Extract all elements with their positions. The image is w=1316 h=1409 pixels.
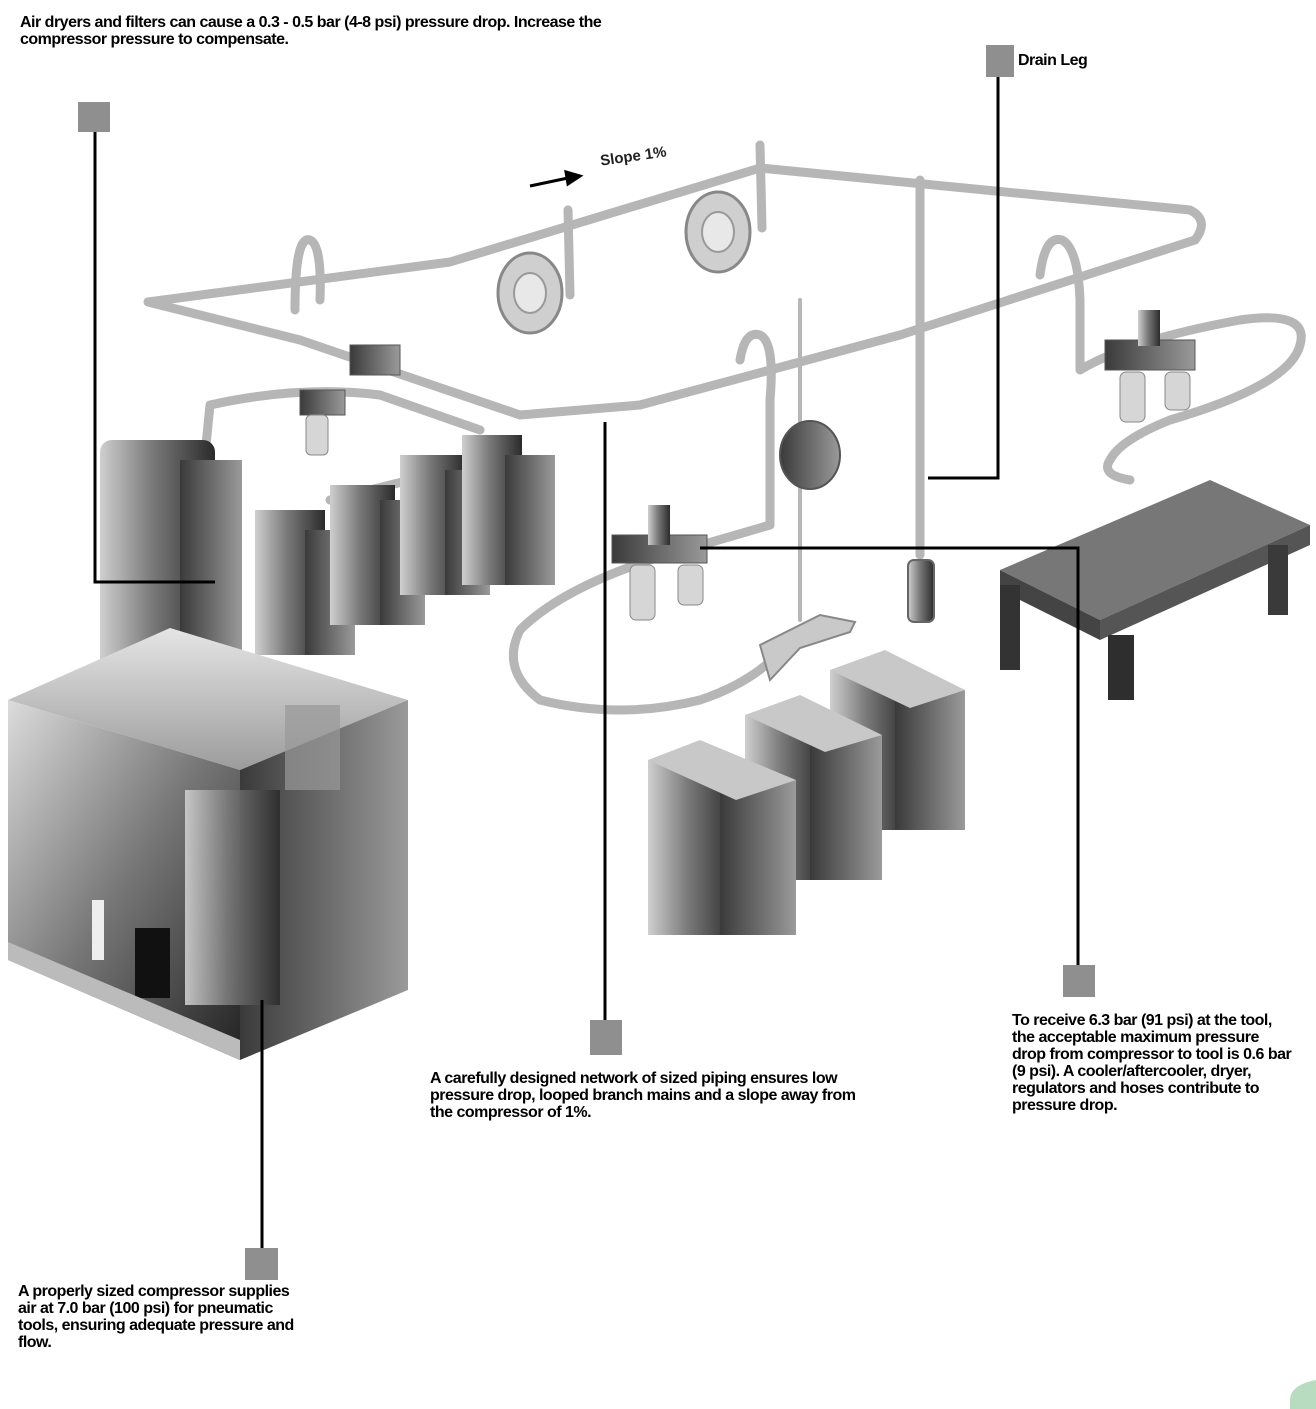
tool-balancer [780,421,840,489]
marker-network [590,1020,622,1055]
reel-pipe-2 [760,145,762,228]
marker-right [1063,965,1095,997]
callout-piping-network: A carefully designed network of sized pi… [430,1070,870,1121]
corner-tab [1290,1380,1316,1409]
drain-bottle [908,560,934,622]
filter-units-back [255,435,555,655]
callout-pressure-at-tool: To receive 6.3 bar (91 psi) at the tool,… [1012,1012,1292,1114]
hose-reel-2 [686,192,750,272]
callout-compressor: A properly sized compressor supplies air… [18,1283,298,1351]
receiver-units-front [648,650,965,935]
air-compressor [8,628,408,1060]
drop-pipe-left [295,240,320,310]
callout-drain-leg: Drain Leg [1018,52,1098,69]
hose-reel-1 [498,253,562,333]
reel-pipe-1 [568,210,570,295]
frl-unit-center [612,505,707,620]
marker-bottom-left [245,1248,278,1280]
callout-dryer-pressure-drop: Air dryers and filters can cause a 0.3 -… [20,14,620,48]
frl-unit-right [1105,310,1195,422]
marker-drain [986,45,1014,77]
marker-top-left [78,102,110,132]
main-loop-pipe [148,168,1201,415]
workbench [1000,480,1310,700]
